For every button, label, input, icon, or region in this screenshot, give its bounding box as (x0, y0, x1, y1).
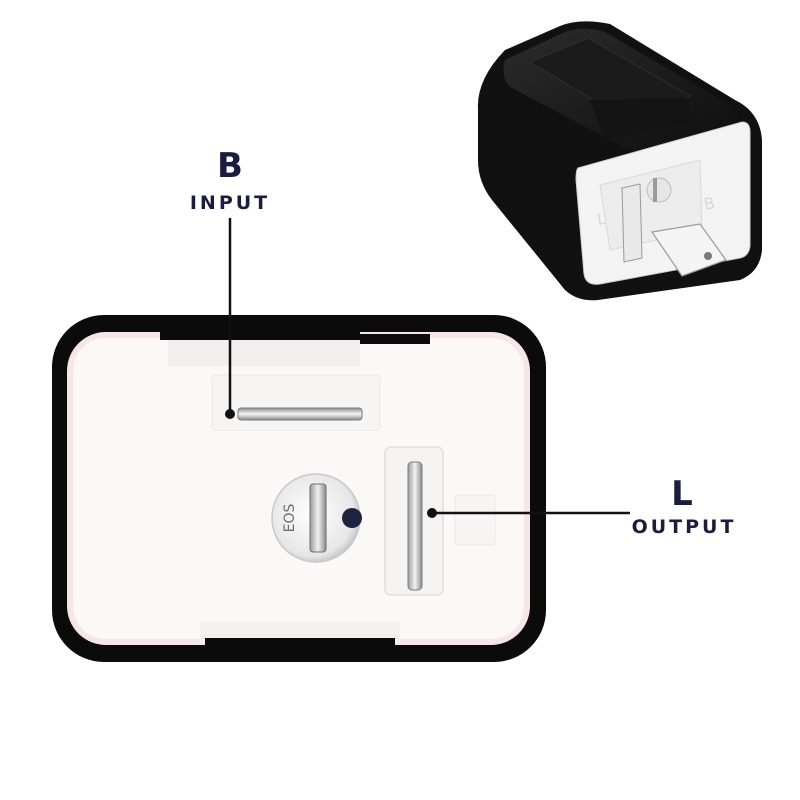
l-output-pin (407, 461, 423, 591)
b-input-pin (237, 407, 363, 421)
b-callout-line (225, 218, 235, 419)
knob-stamp-text: EOS (282, 504, 298, 533)
adjustment-knob: EOS (271, 473, 362, 563)
relay-front-view: EOS (52, 315, 546, 662)
svg-text:B: B (702, 193, 716, 214)
l-callout-line (427, 508, 630, 518)
b-terminal-letter: B (217, 146, 243, 186)
l-terminal-letter: L (671, 474, 693, 514)
svg-text:L: L (595, 209, 607, 229)
b-terminal-label: INPUT (189, 192, 271, 214)
l-terminal-label: OUTPUT (631, 516, 737, 538)
relay-3d-view: L B (477, 21, 762, 301)
